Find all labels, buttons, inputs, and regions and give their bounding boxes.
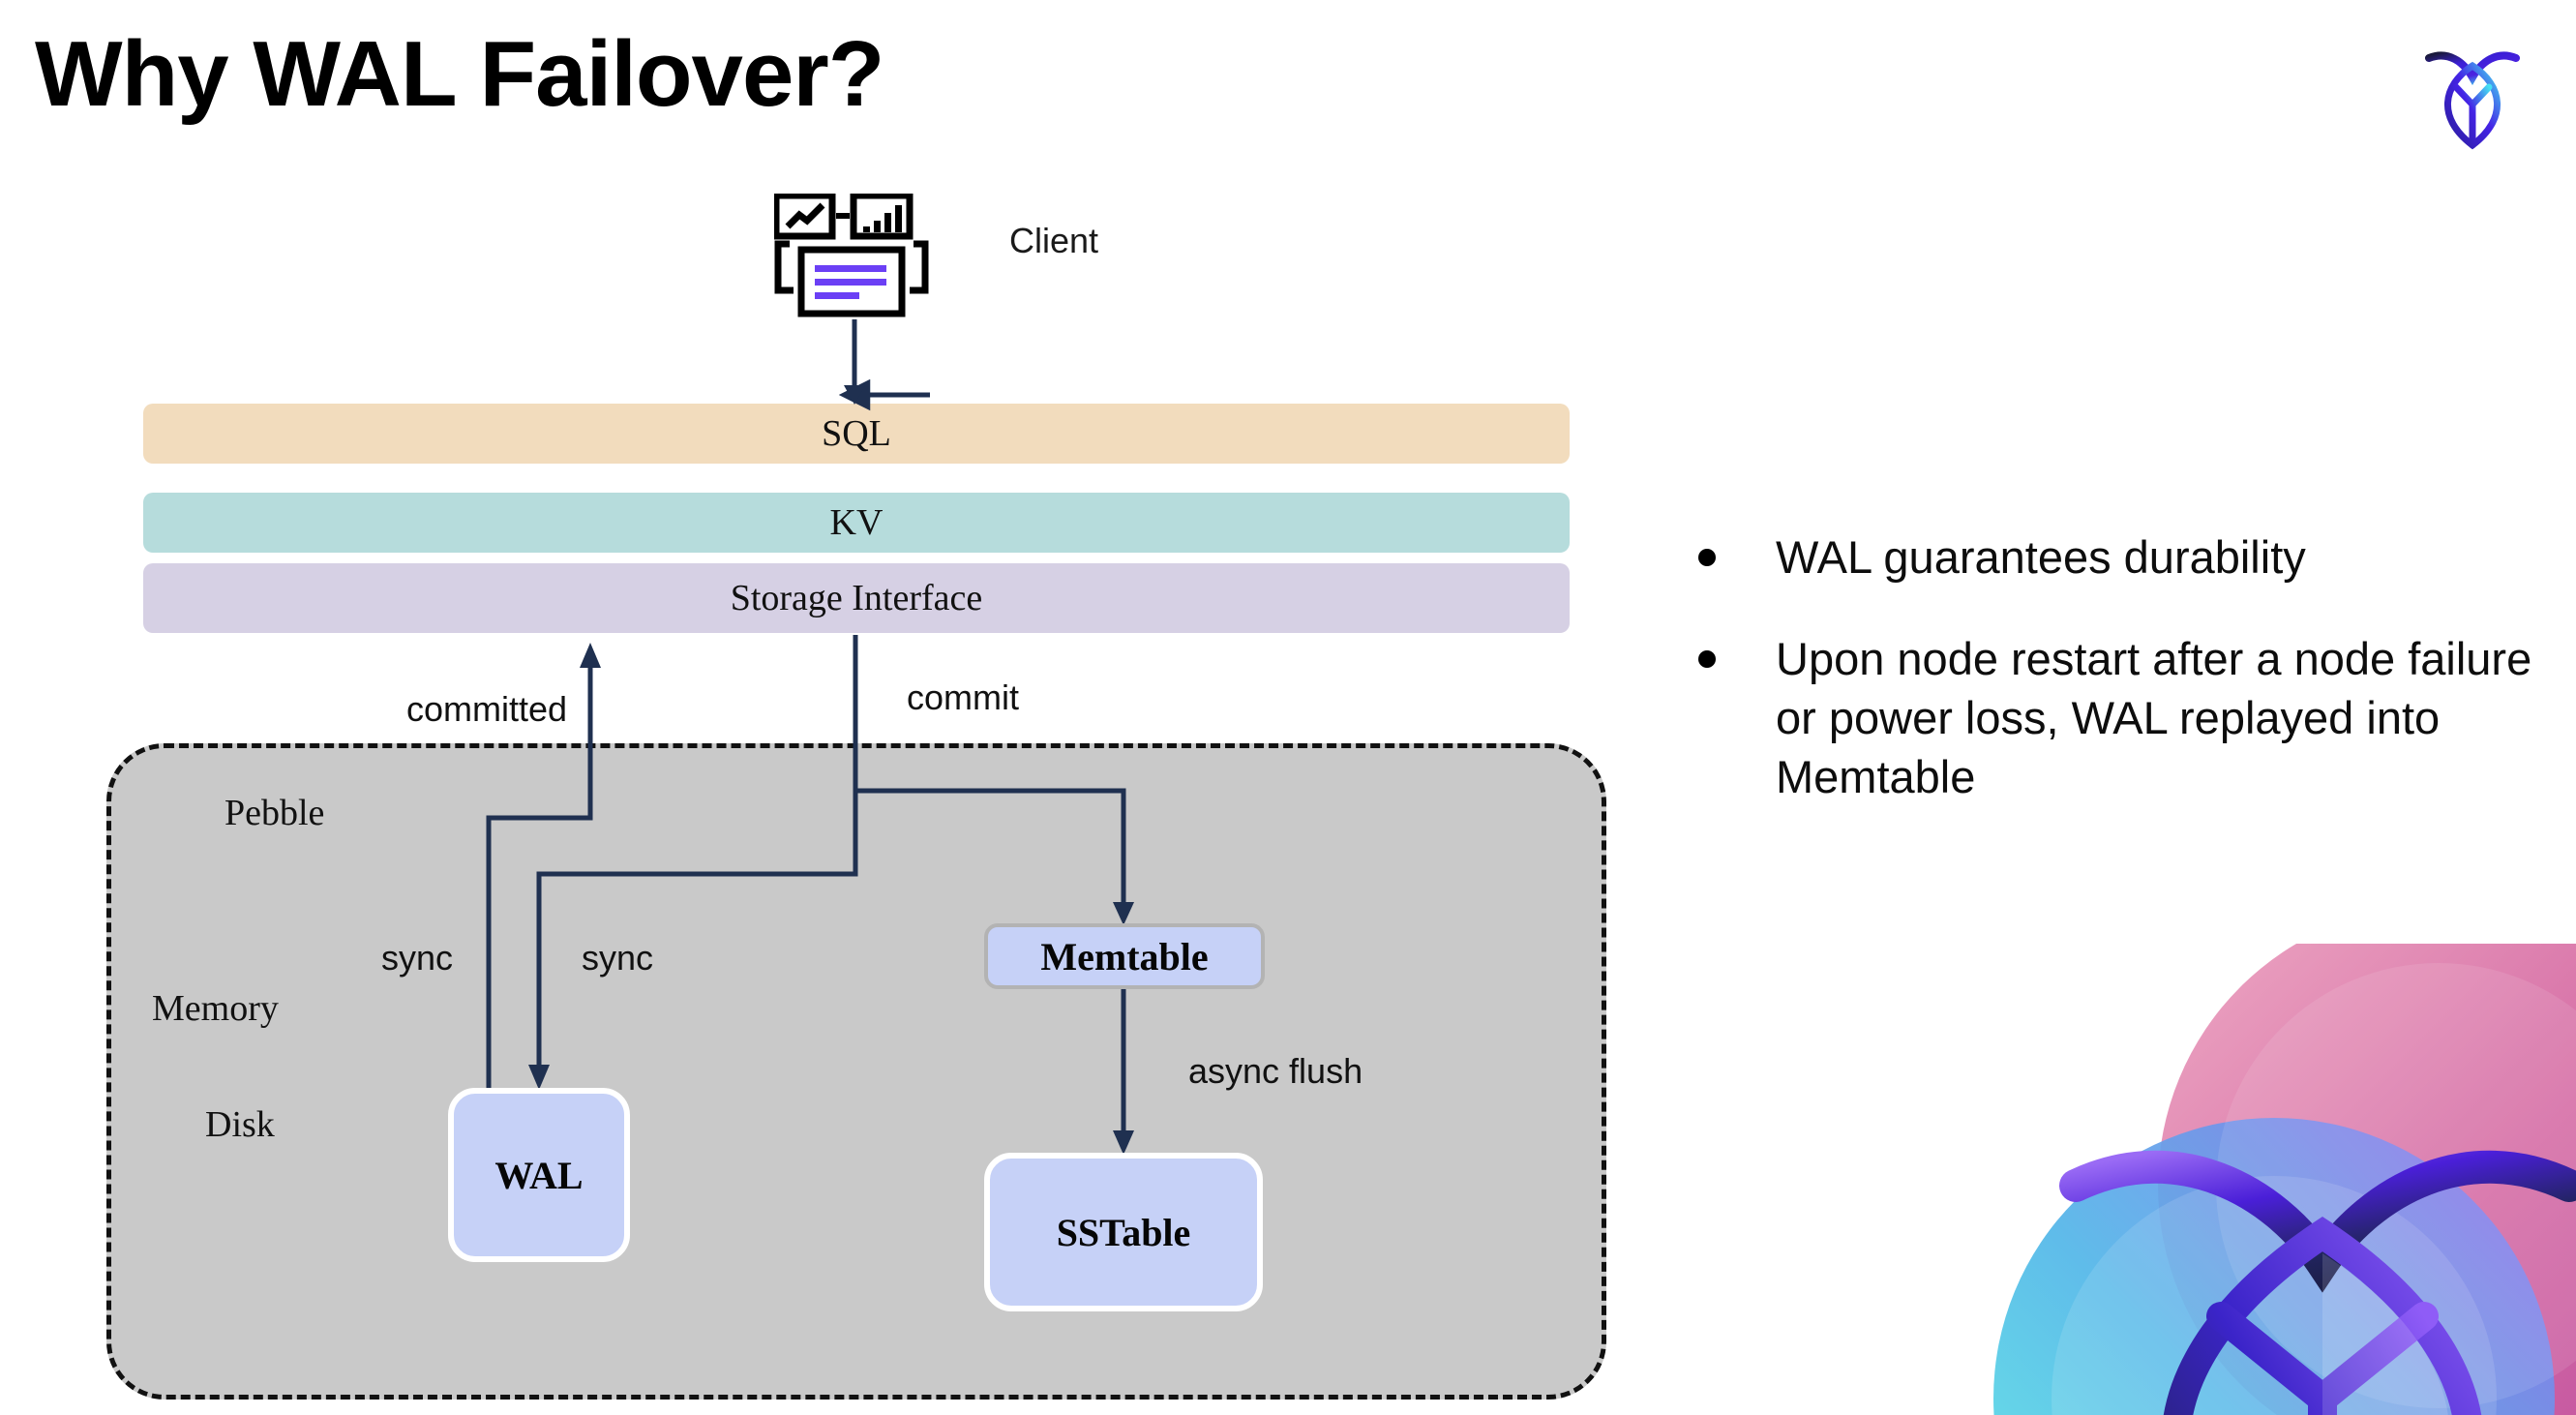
architecture-diagram: Client SQL KV Storage Interface Pebble M… — [106, 194, 1606, 1400]
page-title: Why WAL Failover? — [35, 22, 884, 126]
bullet-list: WAL guarantees durability Upon node rest… — [1698, 527, 2550, 849]
edge-label-async-flush: async flush — [1188, 1051, 1363, 1091]
cockroachdb-logo-icon — [2425, 51, 2520, 150]
layer-bar-kv: KV — [143, 493, 1570, 553]
edge-label-sync-left: sync — [381, 938, 454, 978]
node-sstable-label: SSTable — [1056, 1210, 1191, 1254]
layer-bar-sql-label: SQL — [822, 413, 891, 454]
node-wal: WAL — [448, 1088, 630, 1262]
bullet-dot-icon — [1698, 650, 1716, 669]
disk-label: Disk — [205, 1104, 275, 1145]
memory-label: Memory — [152, 988, 279, 1029]
bullet-text: Upon node restart after a node failure o… — [1776, 633, 2532, 803]
layer-bar-kv-label: KV — [829, 502, 884, 543]
node-sstable: SSTable — [984, 1153, 1263, 1311]
node-wal-label: WAL — [494, 1153, 584, 1197]
pebble-container — [106, 743, 1606, 1400]
bullet-text: WAL guarantees durability — [1776, 531, 2306, 583]
pebble-label: Pebble — [225, 793, 325, 833]
client-label: Client — [1009, 221, 1099, 260]
client-dashboard-icon — [774, 194, 929, 317]
list-item: WAL guarantees durability — [1698, 527, 2550, 587]
node-memtable-label: Memtable — [1040, 934, 1209, 978]
edge-label-commit: commit — [907, 677, 1019, 717]
bullet-dot-icon — [1698, 549, 1716, 566]
layer-bar-sql: SQL — [143, 404, 1570, 464]
edge-label-committed: committed — [406, 689, 568, 729]
node-memtable: Memtable — [984, 923, 1265, 989]
edge-label-sync-right: sync — [582, 938, 654, 978]
cockroachdb-logo-decoration — [1993, 944, 2576, 1415]
list-item: Upon node restart after a node failure o… — [1698, 629, 2550, 806]
layer-bar-storage-interface: Storage Interface — [143, 563, 1570, 633]
layer-bar-storage-interface-label: Storage Interface — [730, 578, 983, 618]
